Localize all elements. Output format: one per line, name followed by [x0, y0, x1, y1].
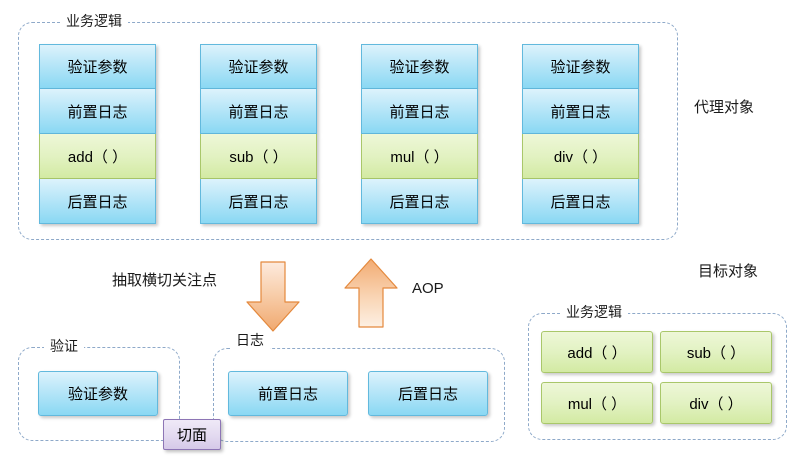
aop-label: AOP	[412, 280, 444, 297]
target-method-div[interactable]: div（ ）	[660, 382, 772, 424]
proxy-cell-before-log[interactable]: 前置日志	[522, 89, 639, 134]
proxy-cell-method-mul[interactable]: mul（ ）	[361, 134, 478, 179]
target-business-logic-group-label: 业务逻辑	[560, 304, 628, 321]
aspect-cell-before-log[interactable]: 前置日志	[228, 371, 348, 416]
proxy-cell-before-log[interactable]: 前置日志	[200, 89, 317, 134]
target-method-add[interactable]: add（ ）	[541, 331, 653, 373]
arrow-down-icon	[243, 260, 303, 334]
extract-crosscutting-concerns-label: 抽取横切关注点	[112, 272, 218, 289]
proxy-cell-validate-params[interactable]: 验证参数	[200, 44, 317, 89]
validation-group	[18, 347, 180, 441]
aspect-pill-label[interactable]: 切面	[163, 419, 221, 450]
logging-group-label: 日志	[230, 332, 270, 349]
proxy-cell-method-sub[interactable]: sub（ ）	[200, 134, 317, 179]
proxy-cell-validate-params[interactable]: 验证参数	[361, 44, 478, 89]
aspect-cell-after-log[interactable]: 后置日志	[368, 371, 488, 416]
proxy-cell-method-div[interactable]: div（ ）	[522, 134, 639, 179]
target-method-mul[interactable]: mul（ ）	[541, 382, 653, 424]
target-business-logic-group	[528, 313, 787, 440]
proxy-object-label: 代理对象	[694, 99, 755, 116]
proxy-cell-after-log[interactable]: 后置日志	[361, 179, 478, 224]
proxy-cell-after-log[interactable]: 后置日志	[39, 179, 156, 224]
proxy-cell-after-log[interactable]: 后置日志	[200, 179, 317, 224]
proxy-cell-before-log[interactable]: 前置日志	[361, 89, 478, 134]
target-method-sub[interactable]: sub（ ）	[660, 331, 772, 373]
proxy-cell-validate-params[interactable]: 验证参数	[39, 44, 156, 89]
proxy-cell-before-log[interactable]: 前置日志	[39, 89, 156, 134]
validation-group-label: 验证	[44, 338, 84, 355]
proxy-cell-after-log[interactable]: 后置日志	[522, 179, 639, 224]
target-object-label: 目标对象	[698, 263, 759, 280]
arrow-up-icon	[341, 256, 401, 330]
proxy-cell-method-add[interactable]: add（ ）	[39, 134, 156, 179]
logging-group	[213, 348, 505, 442]
aspect-cell-validate-params[interactable]: 验证参数	[38, 371, 158, 416]
proxy-business-logic-group	[18, 22, 678, 240]
proxy-cell-validate-params[interactable]: 验证参数	[522, 44, 639, 89]
proxy-business-logic-group-label: 业务逻辑	[60, 13, 128, 30]
